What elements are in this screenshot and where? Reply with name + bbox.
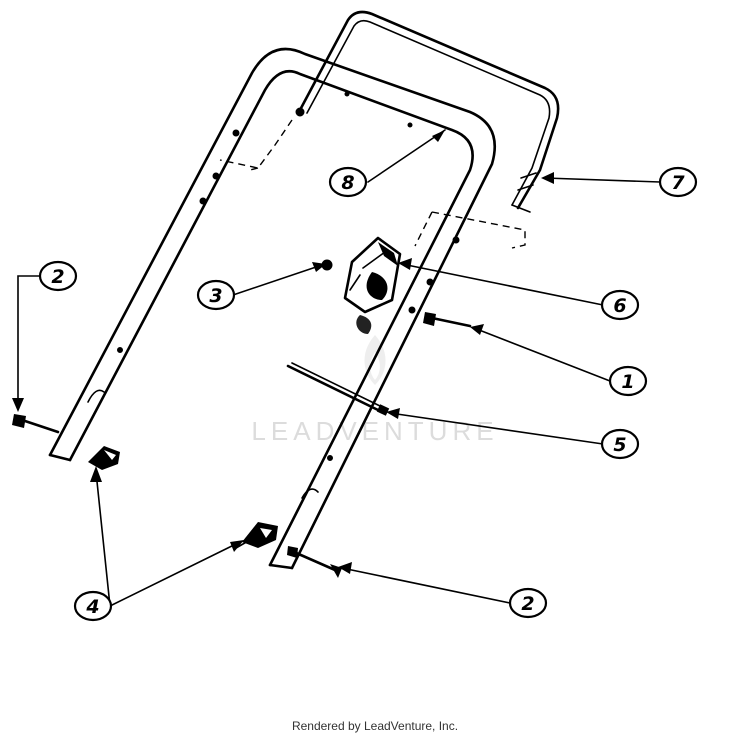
cable-tie [286, 362, 390, 416]
callout-1: 1 [608, 365, 648, 397]
right-knob [235, 522, 278, 549]
lower-handle-dashed [219, 119, 526, 249]
callout-4: 4 [73, 590, 113, 622]
callout-2-lower: 2 [508, 587, 548, 619]
callout-7-label: 7 [671, 172, 685, 194]
engine-control-box [343, 236, 402, 334]
carriage-bolt [423, 312, 472, 328]
callout-6-label: 6 [613, 295, 626, 317]
left-knob [88, 446, 120, 470]
leader-lines [12, 129, 661, 607]
upper-handle [48, 47, 497, 570]
callout-3-label: 3 [209, 285, 222, 307]
watermark: LEADVENTURE [251, 335, 498, 446]
control-bail [295, 10, 560, 213]
watermark-text: LEADVENTURE [251, 416, 498, 446]
callout-6: 6 [600, 289, 640, 321]
callout-2-lower-label: 2 [521, 593, 534, 615]
callout-8-label: 8 [341, 172, 354, 194]
callout-2-upper: 2 [38, 260, 78, 292]
callout-1-label: 1 [621, 371, 634, 393]
callout-2-upper-label: 2 [51, 266, 64, 288]
left-bolt [12, 414, 60, 434]
callout-5: 5 [600, 428, 640, 460]
callout-4-label: 4 [85, 596, 99, 618]
callout-3: 3 [196, 279, 236, 311]
callout-5-label: 5 [613, 434, 626, 456]
callout-8: 8 [328, 166, 368, 198]
callout-7: 7 [658, 166, 698, 198]
footer-credit: Rendered by LeadVenture, Inc. [291, 719, 459, 733]
